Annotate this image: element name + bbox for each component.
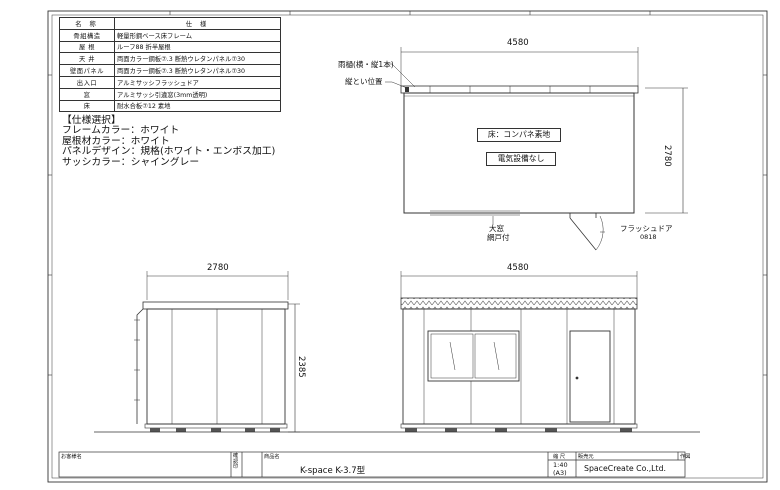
spec-value: アルミサッシフラッシュドア (114, 75, 281, 89)
plan-depth-dimension: 2780 (662, 145, 672, 167)
window-label-2: 網戸付 (487, 233, 510, 242)
spec-key: 屋 根 (59, 40, 115, 54)
selection-line: フレームカラー：ホワイト (62, 125, 180, 137)
floor-label: 床：コンパネ素地 (477, 128, 561, 142)
sheet-border (47, 10, 768, 483)
spec-value: 両面カラー鋼板⑦.3 断熱ウレタンパネル⑦30 (114, 64, 281, 77)
spec-value: 両面カラー鋼板⑦.3 断熱ウレタンパネル⑦30 (114, 52, 281, 66)
spec-row: 壁面パネル両面カラー鋼板⑦.3 断熱ウレタンパネル⑦30 (59, 64, 281, 77)
door-label-1: フラッシュドア (620, 224, 673, 233)
spec-selection: 【仕様選択】 フレームカラー：ホワイト 屋根材カラー：ホワイト パネルデザイン：… (62, 115, 276, 168)
title-block (58, 451, 686, 478)
spec-header-row: 名 称 仕 様 (59, 17, 281, 30)
selection-line: サッシカラー：シャイングレー (62, 156, 200, 168)
spec-key: 骨組構造 (59, 28, 115, 42)
side-width-dimension: 2780 (207, 263, 229, 273)
gutter-label: 雨樋(横・縦1本) (338, 60, 394, 69)
spec-row: 床耐水合板⑦12 素地 (59, 99, 281, 113)
side-height-dimension: 2385 (296, 356, 306, 378)
downspout-label: 縦とい位置 (345, 77, 383, 86)
spec-value: 軽量形鋼ベース床フレーム (114, 28, 281, 42)
seller-label: 販売元 (578, 454, 594, 460)
plan-width-dimension: 4580 (507, 38, 529, 48)
product-name: K-space K-3.7型 (300, 466, 366, 476)
spec-row: 窓アルミサッシ引違窓(3mm透明) (59, 87, 281, 101)
scale-value: 1:40 (553, 461, 568, 469)
plan-view (385, 47, 688, 251)
spec-key: 出入口 (59, 75, 115, 89)
approval-label: 確認印 (233, 453, 239, 470)
front-width-dimension: 4580 (507, 263, 529, 273)
spec-key: 天 井 (59, 52, 115, 66)
spec-row: 天 井両面カラー鋼板⑦.3 断熱ウレタンパネル⑦30 (59, 52, 281, 66)
author-label: 作図 (680, 454, 691, 460)
selection-line: パネルデザイン：規格(ホワイト・エンボス加工) (62, 146, 276, 158)
seller-name: SpaceCreate Co.,Ltd. (584, 464, 667, 473)
spec-row: 骨組構造軽量形鋼ベース床フレーム (59, 28, 281, 42)
spec-row: 出入口アルミサッシフラッシュドア (59, 75, 281, 89)
side-view (134, 271, 300, 433)
product-label: 商品名 (264, 454, 280, 460)
spec-key: 壁面パネル (59, 64, 115, 77)
spec-table: 名 称 仕 様 骨組構造軽量形鋼ベース床フレーム 屋 根ルーフ88 折半屋根 天… (59, 17, 281, 113)
spec-value: アルミサッシ引違窓(3mm透明) (114, 87, 281, 101)
spec-value: 耐水合板⑦12 素地 (114, 99, 281, 113)
spec-key: 窓 (59, 87, 115, 101)
door-label-2: 0818 (640, 233, 657, 241)
electric-label: 電気設備なし (486, 152, 556, 166)
scale-label: 縮 尺 (553, 454, 566, 460)
spec-row: 屋 根ルーフ88 折半屋根 (59, 40, 281, 54)
spec-value: ルーフ88 折半屋根 (114, 40, 281, 54)
paper-size: (A3) (553, 469, 567, 477)
selection-line: 屋根材カラー：ホワイト (62, 135, 170, 147)
spec-header-value: 仕 様 (114, 17, 281, 30)
front-view (400, 271, 638, 432)
customer-label: お客様名 (61, 454, 82, 460)
selection-title: 【仕様選択】 (62, 115, 121, 126)
spec-header-key: 名 称 (59, 17, 115, 30)
spec-key: 床 (59, 99, 115, 113)
window-label-1: 大窓 (489, 224, 504, 233)
